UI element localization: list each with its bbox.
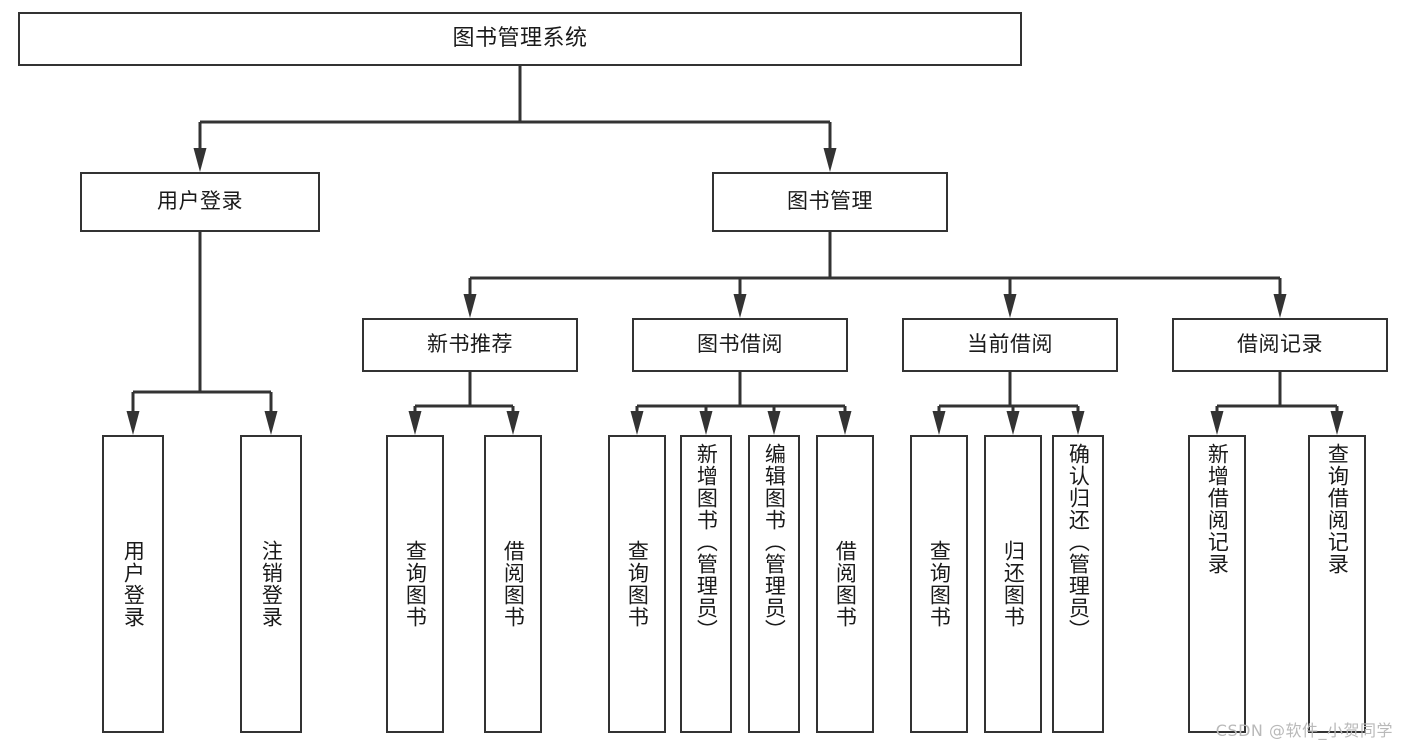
node-leaf-confirm-return[interactable]: 确认归还（管理员） — [1052, 435, 1104, 733]
arrowhead-icon — [506, 411, 520, 435]
node-label-leaf-query-record: 查询借阅记录 — [1325, 443, 1350, 575]
node-root[interactable]: 图书管理系统 — [18, 12, 1022, 66]
arrowhead-icon — [1210, 411, 1224, 435]
node-leaf-borrow-book-2[interactable]: 借阅图书 — [816, 435, 874, 733]
node-label-leaf-borrow-book-2: 借阅图书 — [833, 540, 858, 628]
node-leaf-logout[interactable]: 注销登录 — [240, 435, 302, 733]
node-label-new-book-rec: 新书推荐 — [427, 332, 513, 357]
node-book-borrow[interactable]: 图书借阅 — [632, 318, 848, 372]
arrowhead-icon — [767, 411, 781, 435]
node-leaf-user-login[interactable]: 用户登录 — [102, 435, 164, 733]
arrowhead-icon — [193, 148, 207, 172]
node-label-leaf-confirm-return: 确认归还（管理员） — [1066, 443, 1091, 641]
node-label-root: 图书管理系统 — [452, 25, 588, 51]
node-label-user-login: 用户登录 — [157, 189, 243, 214]
node-leaf-return-book[interactable]: 归还图书 — [984, 435, 1042, 733]
node-label-leaf-add-book: 新增图书（管理员） — [694, 443, 719, 641]
arrowhead-icon — [264, 411, 278, 435]
node-leaf-add-record[interactable]: 新增借阅记录 — [1188, 435, 1246, 733]
arrowhead-icon — [932, 411, 946, 435]
arrowhead-icon — [1003, 294, 1017, 318]
node-borrow-record[interactable]: 借阅记录 — [1172, 318, 1388, 372]
arrowhead-icon — [463, 294, 477, 318]
arrowhead-icon — [1006, 411, 1020, 435]
node-label-leaf-logout: 注销登录 — [259, 540, 284, 628]
arrowhead-icon — [1273, 294, 1287, 318]
node-label-borrow-record: 借阅记录 — [1237, 332, 1323, 357]
node-label-leaf-query-book-1: 查询图书 — [403, 540, 428, 628]
node-leaf-query-book-1[interactable]: 查询图书 — [386, 435, 444, 733]
arrowhead-icon — [733, 294, 747, 318]
node-label-leaf-add-record: 新增借阅记录 — [1205, 443, 1230, 575]
node-label-book-borrow: 图书借阅 — [697, 332, 783, 357]
node-label-book-mgmt: 图书管理 — [787, 189, 873, 214]
node-leaf-query-record[interactable]: 查询借阅记录 — [1308, 435, 1366, 733]
node-leaf-edit-book[interactable]: 编辑图书（管理员） — [748, 435, 800, 733]
node-leaf-query-book-2[interactable]: 查询图书 — [608, 435, 666, 733]
node-label-leaf-user-login: 用户登录 — [121, 540, 146, 628]
arrowhead-icon — [1330, 411, 1344, 435]
arrowhead-icon — [823, 148, 837, 172]
node-label-leaf-borrow-book-1: 借阅图书 — [501, 540, 526, 628]
node-leaf-borrow-book-1[interactable]: 借阅图书 — [484, 435, 542, 733]
node-label-leaf-query-book-2: 查询图书 — [625, 540, 650, 628]
node-new-book-rec[interactable]: 新书推荐 — [362, 318, 578, 372]
arrowhead-icon — [838, 411, 852, 435]
node-label-leaf-query-book-3: 查询图书 — [927, 540, 952, 628]
arrowhead-icon — [1071, 411, 1085, 435]
node-current-borrow[interactable]: 当前借阅 — [902, 318, 1118, 372]
arrowhead-icon — [126, 411, 140, 435]
arrowhead-icon — [630, 411, 644, 435]
node-book-mgmt[interactable]: 图书管理 — [712, 172, 948, 232]
node-label-leaf-return-book: 归还图书 — [1001, 540, 1026, 628]
node-label-leaf-edit-book: 编辑图书（管理员） — [762, 443, 787, 641]
node-leaf-add-book[interactable]: 新增图书（管理员） — [680, 435, 732, 733]
node-user-login[interactable]: 用户登录 — [80, 172, 320, 232]
node-leaf-query-book-3[interactable]: 查询图书 — [910, 435, 968, 733]
arrowhead-icon — [408, 411, 422, 435]
arrowhead-icon — [699, 411, 713, 435]
node-label-current-borrow: 当前借阅 — [967, 332, 1053, 357]
